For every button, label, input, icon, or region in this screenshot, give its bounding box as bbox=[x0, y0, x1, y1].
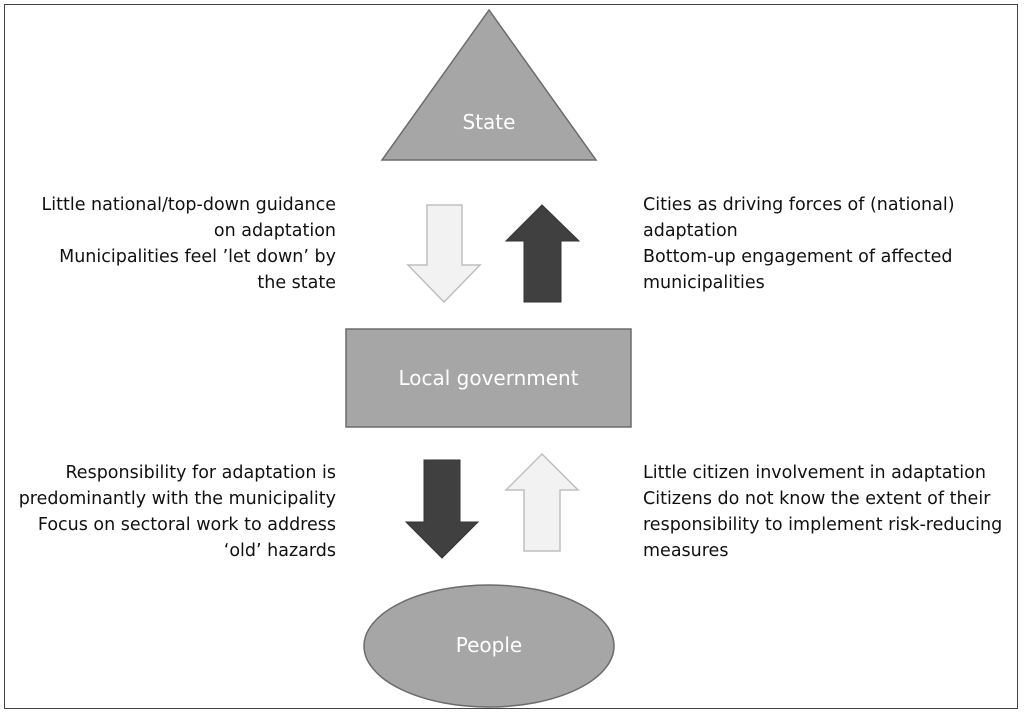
description-line: on adaptation bbox=[213, 221, 336, 241]
local-government-box bbox=[345, 328, 632, 428]
upper-left-description: Little national/top-down guidance on ada… bbox=[0, 192, 337, 296]
description-line: Municipalities feel ’let down’ by bbox=[59, 247, 336, 267]
description-line: measures bbox=[643, 541, 729, 561]
description-line: Bottom-up engagement of affected bbox=[643, 247, 953, 267]
description-line: responsibility to implement risk-reducin… bbox=[643, 515, 1003, 535]
description-line: Little national/top-down guidance bbox=[41, 195, 337, 215]
state-label: State bbox=[462, 110, 516, 134]
description-line: Focus on sectoral work to address bbox=[37, 515, 336, 535]
description-line: Cities as driving forces of (national) bbox=[643, 195, 955, 215]
diagram-frame bbox=[4, 4, 1018, 709]
people-label: People bbox=[455, 633, 523, 657]
lower-left-description: Responsibility for adaptation is predomi… bbox=[0, 460, 336, 564]
municipality-down-arrow bbox=[404, 459, 480, 559]
citizen-up-arrow bbox=[504, 452, 580, 552]
lower-right-description: Little citizen involvement in adaptation… bbox=[643, 460, 1018, 564]
top-down-arrow bbox=[406, 204, 482, 304]
description-line: ‘old’ hazards bbox=[223, 541, 336, 561]
description-line: Responsibility for adaptation is bbox=[65, 463, 336, 483]
description-line: predominantly with the municipality bbox=[18, 489, 336, 509]
description-line: Little citizen involvement in adaptation bbox=[643, 463, 986, 483]
description-line: the state bbox=[257, 273, 336, 293]
upper-right-description: Cities as driving forces of (national) a… bbox=[643, 192, 1013, 296]
local-government-label: Local government bbox=[398, 366, 579, 390]
description-line: municipalities bbox=[643, 273, 765, 293]
people-ellipse bbox=[363, 584, 615, 708]
description-line: Citizens do not know the extent of their bbox=[643, 489, 991, 509]
state-triangle bbox=[380, 8, 598, 161]
bottom-up-arrow bbox=[504, 204, 581, 303]
description-line: adaptation bbox=[643, 221, 738, 241]
